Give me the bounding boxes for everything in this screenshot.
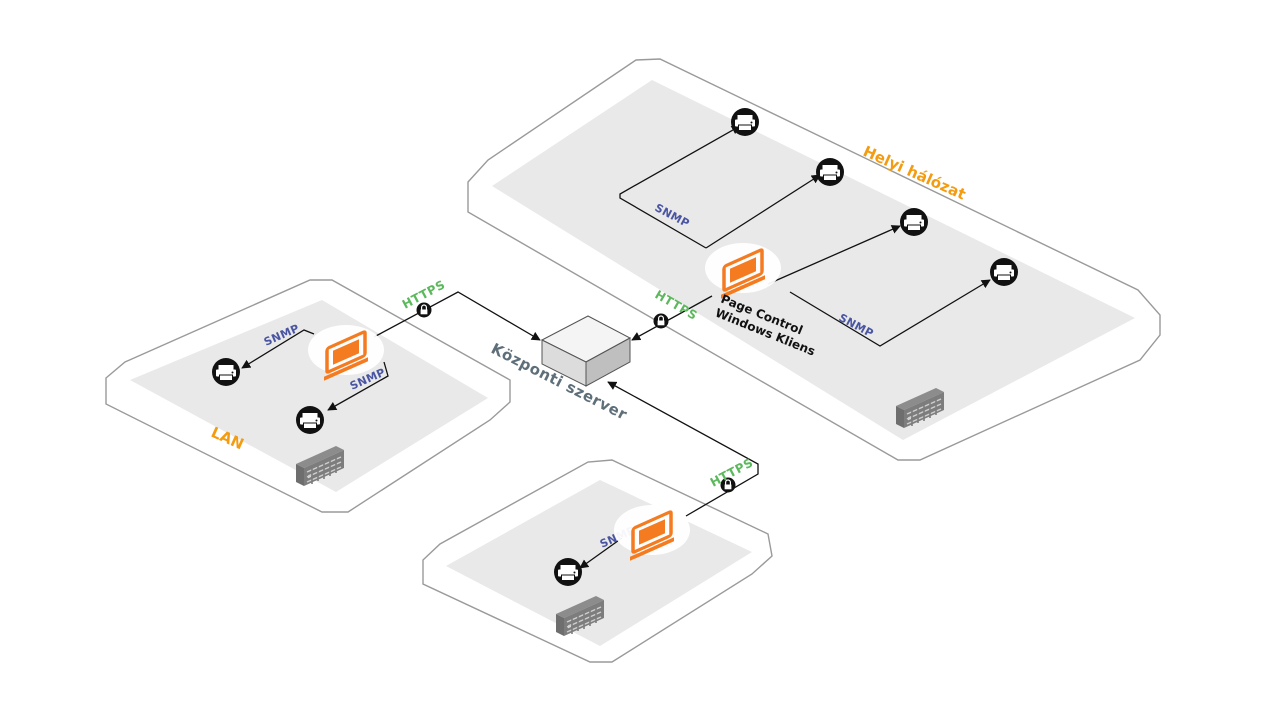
printer-icon <box>295 405 325 435</box>
printer-icon <box>989 257 1019 287</box>
link-lan-https <box>373 291 541 341</box>
link-bottom-https <box>607 381 759 517</box>
printer-icon <box>815 157 845 187</box>
zone-helyi-halozat <box>467 58 1161 461</box>
printer-icon <box>899 207 929 237</box>
link-lan-snmp <box>241 329 389 411</box>
zone-bottom <box>422 459 773 663</box>
link-helyi-snmp <box>619 125 991 347</box>
lock-icon <box>652 312 670 330</box>
link-bottom-snmp <box>579 537 623 569</box>
printer-icon <box>553 557 583 587</box>
zone-lan <box>105 279 511 513</box>
printer-icon <box>730 107 760 137</box>
link-helyi-https <box>631 295 713 341</box>
server-box-icon <box>540 315 632 387</box>
printer-icon <box>211 357 241 387</box>
